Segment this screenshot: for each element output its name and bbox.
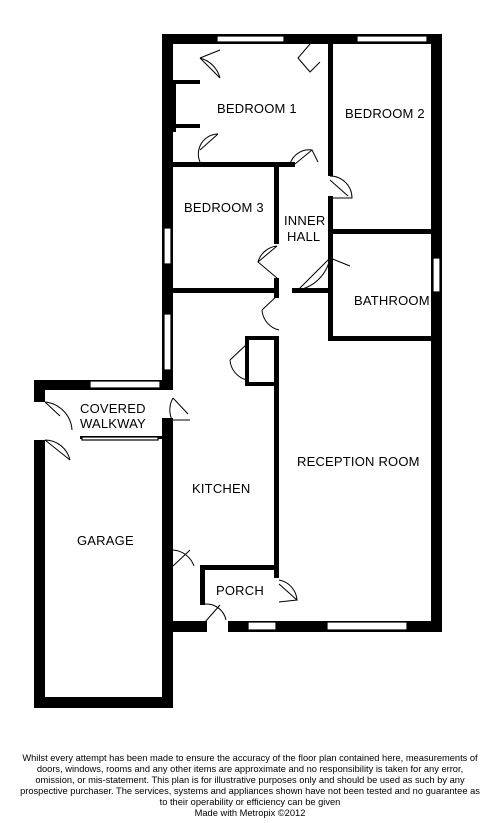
wall-bed2-bottom [328, 229, 442, 234]
wall-right [431, 34, 442, 632]
garage-door-line [81, 436, 159, 441]
walls [34, 34, 442, 708]
window-bed2-top [356, 35, 428, 43]
wall-kitchen-reception [274, 336, 279, 578]
door-porch-inner[interactable] [278, 579, 299, 603]
label-bathroom: BATHROOM [354, 293, 430, 308]
wall-top [162, 34, 442, 44]
wall-cupboard-bottom [245, 382, 279, 386]
disclaimer-text: Whilst every attempt has been made to en… [20, 753, 480, 807]
wall-cupboard-top [247, 336, 279, 340]
window-walkway-top [89, 380, 161, 389]
door-bath[interactable] [296, 257, 351, 291]
wall-bed2-hallside [328, 196, 333, 232]
wall-hall-bottom [292, 288, 332, 293]
door-walkway-left[interactable] [44, 401, 73, 431]
door-wardrobe1b[interactable] [199, 49, 221, 59]
wall-garage-right [162, 632, 173, 708]
label-porch: PORCH [216, 583, 264, 598]
wall-bed1-bottom [173, 162, 295, 167]
wall-hall-left [274, 162, 279, 244]
label-covered-walkway-1: COVERED [80, 401, 146, 416]
wall-porch-left [200, 565, 205, 605]
label-reception-room: RECEPTION ROOM [297, 454, 420, 469]
door-bed3[interactable] [257, 245, 278, 279]
wall-porch-top [200, 565, 279, 570]
wall-bed3-bottom [173, 288, 279, 293]
door-wardrobe1[interactable] [199, 57, 221, 79]
wall-wardrobe-top [173, 80, 200, 84]
wall-garage-left [34, 440, 45, 708]
wall-left-kitchen [162, 418, 173, 632]
disclaimer: Whilst every attempt has been made to en… [20, 753, 480, 819]
wall-wardrobe-left [173, 82, 176, 132]
window-bed3-left [163, 227, 172, 265]
room-labels: BEDROOM 1 BEDROOM 2 BEDROOM 3 INNER HALL… [77, 101, 430, 598]
wall-left-upper [162, 34, 173, 390]
wall-wardrobe-bottom [173, 124, 200, 128]
window-bed1-top [216, 35, 285, 43]
credit-text: Made with Metropix ©2012 [194, 808, 306, 818]
label-kitchen: KITCHEN [192, 481, 250, 496]
label-bedroom2: BEDROOM 2 [345, 106, 425, 121]
wall-bottom-kitchen [162, 621, 207, 632]
label-inner-hall-2: HALL [287, 229, 320, 244]
window-bath-right [432, 257, 441, 293]
window-reception-bottom [326, 621, 408, 631]
wall-bath-left [328, 234, 333, 340]
wall-garage-bottom [34, 697, 173, 708]
door-porch-front[interactable] [204, 603, 227, 623]
label-garage: GARAGE [77, 533, 134, 548]
doors[interactable] [44, 43, 353, 623]
wall-garage-left-top [34, 380, 45, 402]
door-kitchen-cupboard[interactable] [229, 343, 248, 381]
label-inner-hall-1: INNER [284, 213, 325, 228]
door-bed2[interactable] [329, 175, 353, 199]
door-bed1-hall[interactable] [289, 149, 319, 165]
door-walkway-left2[interactable] [44, 439, 71, 461]
windows [81, 35, 441, 631]
label-bedroom1: BEDROOM 1 [217, 101, 297, 116]
door-walkway-right[interactable] [169, 397, 190, 421]
window-porch-bottom [247, 621, 277, 631]
wall-cupboard-left [245, 336, 249, 386]
door-kitchen-side[interactable] [172, 549, 195, 567]
window-kitchen-left [163, 313, 172, 371]
door-bed1-right-cupboard[interactable] [297, 43, 321, 73]
label-bedroom3: BEDROOM 3 [184, 200, 264, 215]
label-covered-walkway-2: WALKWAY [80, 416, 146, 431]
door-wardrobe2[interactable] [197, 133, 219, 163]
wall-bed1-bed2 [328, 34, 333, 176]
door-hall-reception[interactable] [261, 293, 280, 331]
wall-bath-bottom [328, 336, 442, 341]
